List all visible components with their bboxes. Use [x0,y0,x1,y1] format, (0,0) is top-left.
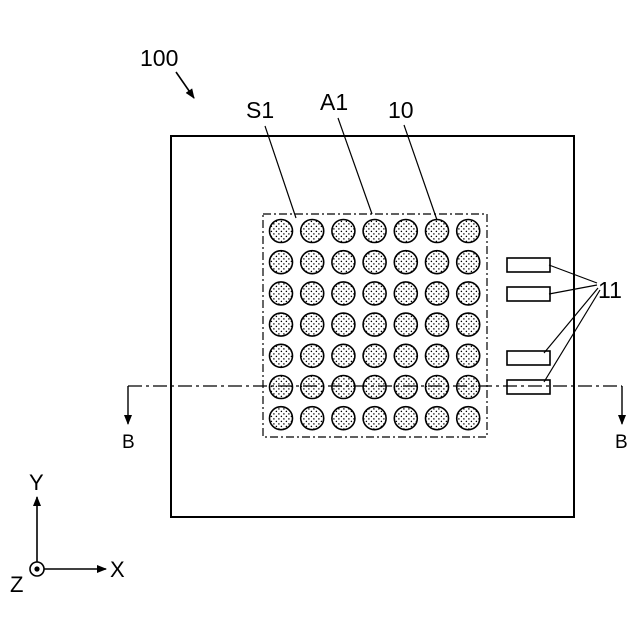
region-leader [338,118,372,214]
bump [394,376,417,399]
bump [301,251,324,274]
pad-group [507,258,550,394]
section-label-right: B [615,432,628,453]
bump [301,344,324,367]
bump [332,251,355,274]
bump [426,282,449,305]
bump [394,220,417,243]
bump [394,251,417,274]
z-axis-dot [34,566,39,571]
bump [270,344,293,367]
bump [426,220,449,243]
bump [301,407,324,430]
pads-leaders [544,265,600,382]
bump [394,282,417,305]
section-label-left: B [122,432,135,453]
bump [301,220,324,243]
pad [507,380,550,394]
bump [457,344,480,367]
bump-label: 10 [388,97,414,123]
bump [332,313,355,336]
y-axis-label: Y [29,470,44,495]
device-arrow [176,72,194,98]
x-axis-label: X [110,557,125,582]
bump [332,376,355,399]
bump [332,282,355,305]
bump [270,282,293,305]
pad [507,287,550,301]
bump [426,376,449,399]
bump [363,220,386,243]
bump [363,282,386,305]
bump [270,313,293,336]
bump [363,376,386,399]
bump [363,407,386,430]
bump [332,344,355,367]
bump [457,220,480,243]
bump [394,344,417,367]
bump [426,313,449,336]
bump [394,313,417,336]
bump [301,313,324,336]
bump [270,407,293,430]
bump [457,313,480,336]
pad [507,351,550,365]
bump [457,282,480,305]
bump [270,220,293,243]
z-axis-label: Z [10,572,23,597]
device-label: 100 [140,45,178,71]
bump [426,251,449,274]
bump-grid [270,220,480,430]
bump [332,407,355,430]
bump [270,251,293,274]
bump [426,344,449,367]
bump [270,376,293,399]
bump [332,220,355,243]
bump [363,251,386,274]
bump [363,344,386,367]
bump [457,376,480,399]
region-label: A1 [320,89,348,115]
bump [426,407,449,430]
boundary-leader [265,126,296,218]
bump-leader [404,125,437,220]
pad [507,258,550,272]
bump [457,251,480,274]
bump [394,407,417,430]
boundary-label: S1 [246,97,274,123]
bump [363,313,386,336]
bump [457,407,480,430]
bump [301,282,324,305]
pads-label: 11 [598,277,622,303]
bump [301,376,324,399]
